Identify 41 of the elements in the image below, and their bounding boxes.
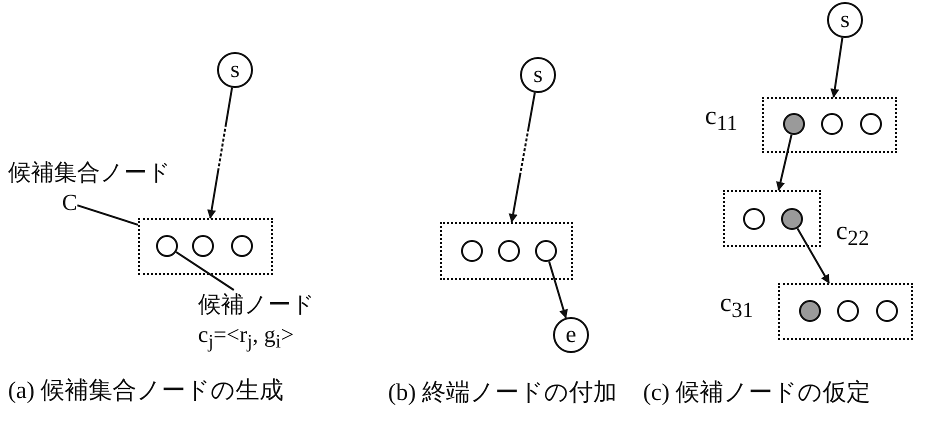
- candidate-circle: [876, 300, 898, 322]
- candidate-set-box: [762, 97, 897, 153]
- candidate-circle: [743, 208, 765, 230]
- panel-caption: (b) 終端ノードの付加: [388, 379, 617, 408]
- candidate-circle: [860, 113, 882, 135]
- candidate-circle: [821, 113, 843, 135]
- candidate-circle: [192, 235, 214, 257]
- arrow: [207, 88, 234, 219]
- terminal-node-circle: e: [553, 317, 589, 353]
- node-type-label: 候補集合ノード: [8, 159, 171, 187]
- terminal-node-circle: s: [827, 2, 863, 38]
- variable-label: c$_{31}$: [720, 288, 754, 324]
- candidate-set-box: [138, 218, 273, 275]
- selected-candidate-circle: [781, 208, 803, 230]
- candidate-set-box: [778, 283, 913, 340]
- leader-line: [77, 204, 138, 226]
- arrow: [830, 38, 844, 98]
- arrow: [796, 228, 830, 284]
- candidate-circle: [461, 240, 483, 262]
- candidate-circle: [535, 240, 557, 262]
- arrow: [508, 92, 536, 223]
- panel-caption: (c) 候補ノードの仮定: [643, 378, 871, 408]
- arrow: [548, 261, 568, 319]
- candidate-set-box: [723, 190, 821, 247]
- node-type-label: 候補ノード: [198, 291, 315, 319]
- candidate-circle: [498, 240, 520, 262]
- candidate-circle: [231, 235, 253, 257]
- panel-caption: (a) 候補集合ノードの生成: [8, 377, 284, 406]
- candidate-circle: [156, 235, 178, 257]
- selected-candidate-circle: [783, 113, 805, 135]
- arrow: [776, 134, 792, 191]
- variable-label: C: [62, 188, 78, 217]
- variable-label: c$_{11}$: [705, 101, 738, 136]
- selected-candidate-circle: [799, 300, 821, 322]
- leader-line: [176, 251, 234, 291]
- variable-label: c$_{22}$: [836, 216, 870, 252]
- terminal-node-circle: s: [217, 52, 253, 88]
- candidate-circle: [837, 300, 859, 322]
- candidate-set-box: [440, 222, 573, 280]
- terminal-node-circle: s: [520, 57, 556, 93]
- variable-label: c$_{j}$=<r$_{j}$, g$_{i}$>: [198, 320, 294, 354]
